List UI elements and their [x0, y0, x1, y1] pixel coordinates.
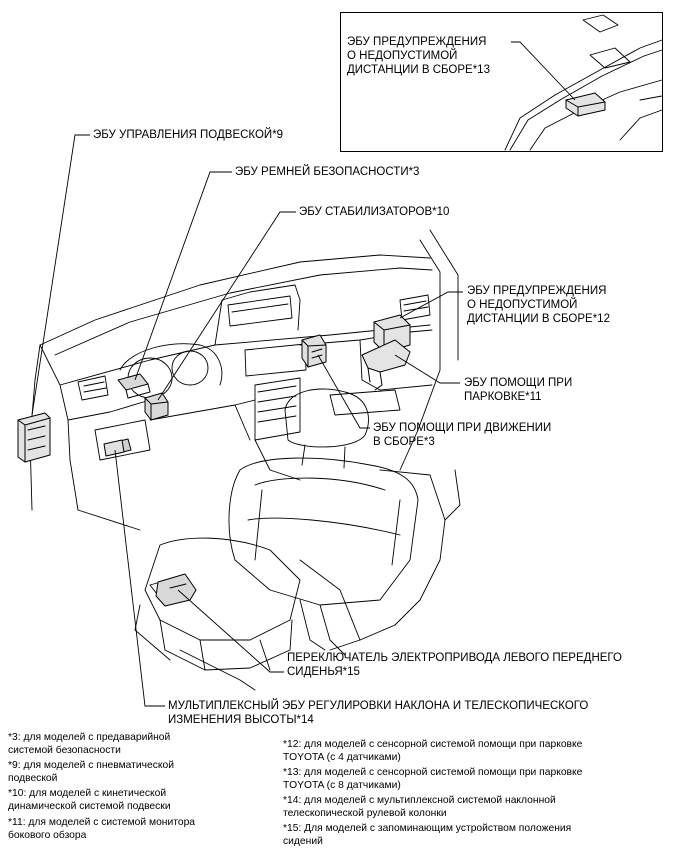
- label-inset-ecu-13: ЭБУ ПРЕДУПРЕЖДЕНИЯ О НЕДОПУСТИМОЙ ДИСТАН…: [347, 36, 490, 76]
- footnote-11: *11: для моделей с системой монитора бок…: [8, 817, 196, 841]
- leader-stabilizer-ecu: [157, 211, 296, 401]
- label-seatbelt-ecu: ЭБУ РЕМНЕЙ БЕЗОПАСНОСТИ*3: [235, 166, 420, 178]
- seatbelt-ecu-part: [117, 373, 151, 399]
- footnote-13: *13: для моделей с сенсорной системой по…: [283, 767, 583, 791]
- tilt-telescopic-ecu-part: [103, 439, 125, 457]
- label-parking-ecu: ЭБУ ПОМОЩИ ПРИ ПАРКОВКЕ*11: [464, 377, 573, 403]
- parking-assist-ecu-part: [361, 339, 411, 391]
- ecu-13-inset-part: [565, 92, 606, 117]
- leader-inset-ecu-13: [511, 41, 576, 101]
- leader-driving-ecu: [317, 354, 370, 429]
- footnote-12: *12: для моделей с сенсорной системой по…: [283, 739, 583, 763]
- leader-parking-ecu: [394, 354, 460, 384]
- footnote-10: *10: для моделей с кинетической динамиче…: [8, 788, 171, 812]
- label-suspension-ecu: ЭБУ УПРАВЛЕНИЯ ПОДВЕСКОЙ*9: [93, 129, 284, 141]
- stabilizer-ecu-part: [144, 392, 169, 421]
- label-seat-switch: ПЕРЕКЛЮЧАТЕЛЬ ЭЛЕКТРОПРИВОДА ЛЕВОГО ПЕРЕ…: [287, 652, 622, 678]
- inset-frame: [340, 12, 663, 152]
- leader-suspension-ecu: [31, 134, 90, 416]
- leader-tilt-tele-ecu: [114, 449, 165, 707]
- label-tilt-tele-ecu: МУЛЬТИПЛЕКСНЫЙ ЭБУ РЕГУЛИРОВКИ НАКЛОНА И…: [168, 700, 589, 726]
- label-distance-ecu-12: ЭБУ ПРЕДУПРЕЖДЕНИЯ О НЕДОПУСТИМОЙ ДИСТАН…: [467, 285, 610, 325]
- footnote-3: *3: для моделей с предаварийной системой…: [8, 732, 171, 756]
- footnote-9: *9: для моделей с пневматической подвеск…: [8, 760, 174, 784]
- seat-switch-part: [155, 573, 197, 607]
- footnote-14: *14: для моделей с мультиплексной систем…: [283, 795, 556, 819]
- footnote-15: *15: Для моделей с запоминающим устройст…: [283, 823, 572, 847]
- leader-distance-ecu-12: [399, 291, 463, 319]
- leader-seat-switch: [177, 589, 284, 673]
- suspension-ecu-part: [17, 412, 51, 463]
- leader-seatbelt-ecu: [134, 171, 232, 381]
- label-stabilizer-ecu: ЭБУ СТАБИЛИЗАТОРОВ*10: [299, 206, 450, 218]
- label-driving-ecu: ЭБУ ПОМОЩИ ПРИ ДВИЖЕНИИ В СБОРЕ*3: [373, 422, 552, 448]
